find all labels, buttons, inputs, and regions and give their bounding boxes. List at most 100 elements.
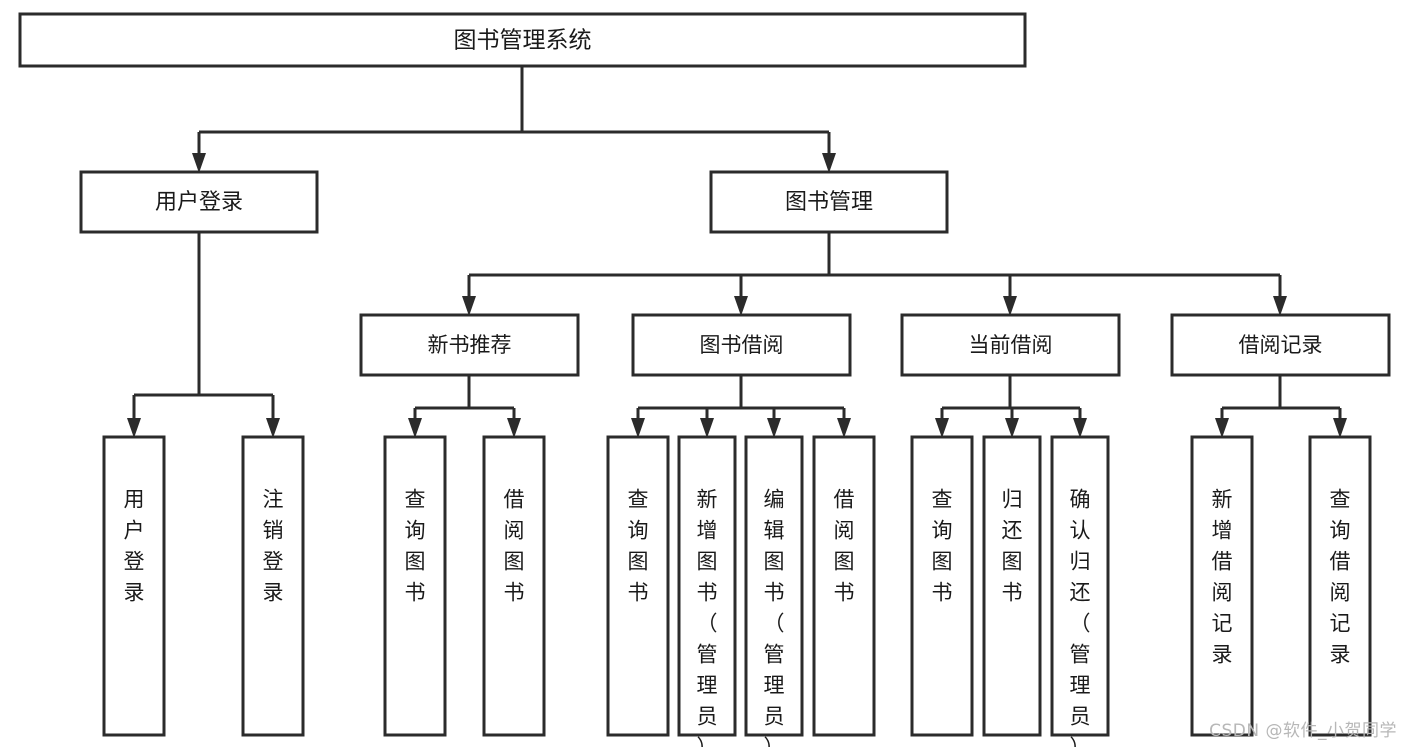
node-label-char: 书 <box>405 581 426 605</box>
node-book-borrow[interactable]: 图书借阅 <box>631 313 852 377</box>
node-box-leaf-borrow-book[interactable] <box>812 435 876 737</box>
connector-book-manage-to-level3 <box>462 232 1287 316</box>
node-label-char: 员 <box>697 705 718 729</box>
connector-new-book-to-leaves <box>408 375 521 438</box>
node-label-char: 询 <box>405 519 426 543</box>
node-label-char: 辑 <box>764 519 785 543</box>
node-box-leaf-query-book-current[interactable] <box>910 435 974 737</box>
node-user-login[interactable]: 用户登录 <box>79 170 319 234</box>
node-box-root[interactable] <box>18 12 1027 68</box>
node-label-new-book-recommend: 新书推荐 <box>428 333 512 357</box>
node-label-char: 录 <box>124 581 145 605</box>
node-label-char: 记 <box>1330 612 1351 636</box>
node-box-leaf-add-record[interactable] <box>1190 435 1254 737</box>
node-box-user-login[interactable] <box>79 170 319 234</box>
node-label-char: 借 <box>834 488 855 512</box>
arrow-head-icon <box>837 418 851 438</box>
node-box-leaf-query-book-rec[interactable] <box>383 435 447 737</box>
node-label-char: 还 <box>1002 519 1023 543</box>
node-label-char: 阅 <box>504 519 525 543</box>
node-label-char: 询 <box>628 519 649 543</box>
node-box-leaf-query-book-borrow[interactable] <box>606 435 670 737</box>
node-label-char: 认 <box>1070 519 1091 543</box>
node-box-book-borrow[interactable] <box>631 313 852 377</box>
node-label-char: 书 <box>764 581 785 605</box>
node-borrow-record[interactable]: 借阅记录 <box>1170 313 1391 377</box>
node-label-char: 编 <box>764 488 785 512</box>
node-box-new-book-recommend[interactable] <box>359 313 580 377</box>
node-label-char: 理 <box>1070 674 1091 698</box>
arrow-head-icon <box>822 153 836 173</box>
arrow-head-icon <box>1005 418 1019 438</box>
node-label-char: 理 <box>764 674 785 698</box>
node-leaf-user-login[interactable]: 用户登录 <box>102 435 166 737</box>
node-new-book-recommend[interactable]: 新书推荐 <box>359 313 580 377</box>
node-label-char: 登 <box>124 550 145 574</box>
node-label-char: 书 <box>697 581 718 605</box>
node-label-char: 图 <box>697 550 718 574</box>
arrow-head-icon <box>767 418 781 438</box>
node-label-char: 录 <box>1330 643 1351 667</box>
node-box-leaf-add-book[interactable] <box>677 435 737 737</box>
node-label-char: 查 <box>405 488 426 512</box>
node-box-leaf-return-book[interactable] <box>982 435 1042 737</box>
node-label-char: 录 <box>1212 643 1233 667</box>
node-label-char: 管 <box>1070 643 1091 667</box>
node-label-char: 还 <box>1070 581 1091 605</box>
node-root[interactable]: 图书管理系统 <box>18 12 1027 68</box>
node-box-leaf-user-login[interactable] <box>102 435 166 737</box>
node-label-char: 书 <box>834 581 855 605</box>
node-label-char: 归 <box>1070 550 1091 574</box>
node-label-char: 询 <box>1330 519 1351 543</box>
node-current-borrow[interactable]: 当前借阅 <box>900 313 1121 377</box>
node-label-char: 新 <box>697 488 718 512</box>
node-box-leaf-query-record[interactable] <box>1308 435 1372 737</box>
node-label-char: 销 <box>263 519 284 543</box>
connector-borrow-record-to-leaves <box>1215 375 1347 438</box>
node-box-current-borrow[interactable] <box>900 313 1121 377</box>
node-label-char: 登 <box>263 550 284 574</box>
node-label-char: 确 <box>1070 488 1091 512</box>
node-label-char: 员 <box>764 705 785 729</box>
arrow-head-icon <box>507 418 521 438</box>
arrow-head-icon <box>1073 418 1087 438</box>
node-label-char: 书 <box>628 581 649 605</box>
node-label-book-manage: 图书管理 <box>785 190 873 215</box>
node-label-char: 管 <box>697 643 718 667</box>
node-label-char: 户 <box>124 519 145 543</box>
node-label-char: （ <box>697 612 718 636</box>
node-label-root: 图书管理系统 <box>454 28 592 54</box>
node-label-char: 管 <box>764 643 785 667</box>
arrow-head-icon <box>127 418 141 438</box>
node-box-leaf-edit-book[interactable] <box>744 435 804 737</box>
arrow-head-icon <box>700 418 714 438</box>
node-label-char: 借 <box>1212 550 1233 574</box>
node-box-leaf-borrow-book-rec[interactable] <box>482 435 546 737</box>
node-book-manage[interactable]: 图书管理 <box>709 170 949 234</box>
node-label-char: 书 <box>932 581 953 605</box>
arrow-head-icon <box>1273 296 1287 316</box>
node-box-leaf-logout[interactable] <box>241 435 305 737</box>
node-label-char: 注 <box>263 488 284 512</box>
node-label-user-login: 用户登录 <box>155 190 243 215</box>
arrow-head-icon <box>192 153 206 173</box>
node-box-borrow-record[interactable] <box>1170 313 1391 377</box>
connector-layer <box>127 66 1347 438</box>
node-box-book-manage[interactable] <box>709 170 949 234</box>
node-label-char: ） <box>764 736 785 747</box>
node-label-char: 借 <box>1330 550 1351 574</box>
node-label-char: 询 <box>932 519 953 543</box>
node-box-leaf-confirm-return[interactable] <box>1050 435 1110 737</box>
